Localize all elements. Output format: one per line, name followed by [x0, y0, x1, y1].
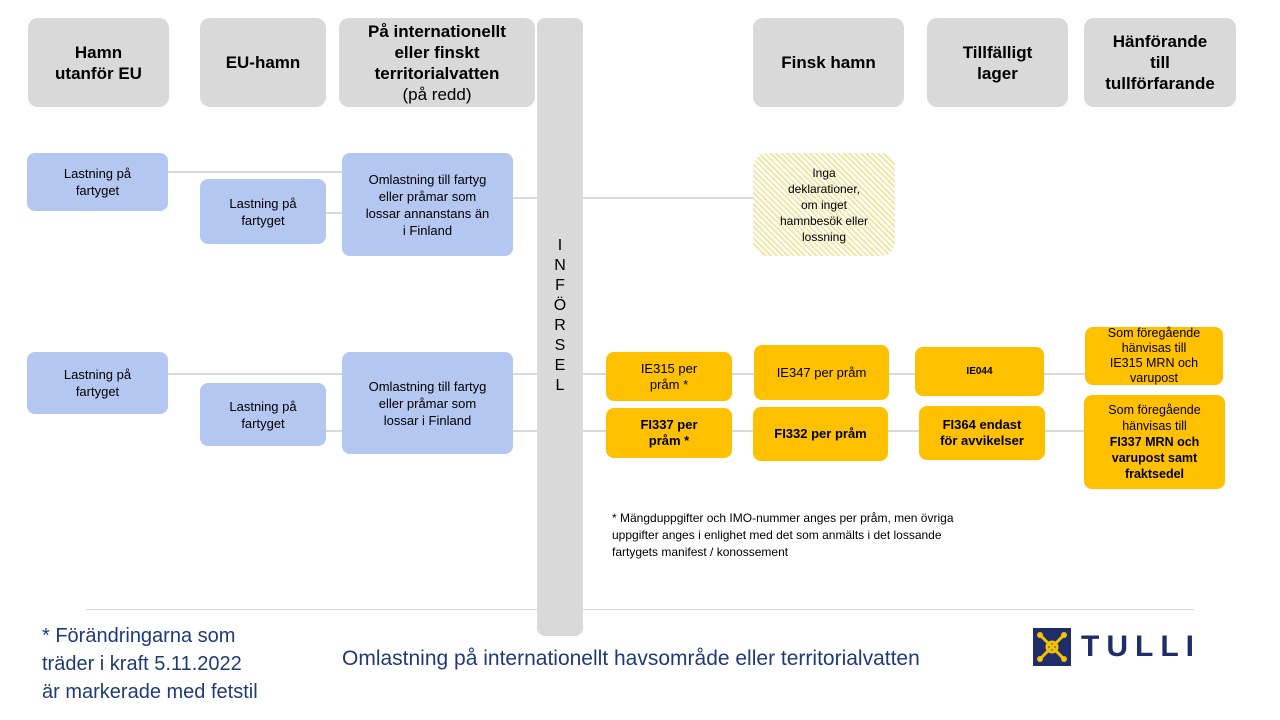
entry-label: I N F Ö R S E L	[537, 236, 583, 396]
row1-transshipment: Omlastning till fartyg eller pråmar som …	[342, 153, 513, 256]
slide-caption: Omlastning på internationellt havsområde…	[342, 647, 920, 670]
row1-loading-eu: Lastning på fartyget	[200, 179, 326, 244]
row2-loading-outside-eu: Lastning på fartyget	[27, 352, 168, 414]
changes-footnote: * Förändringarna som träder i kraft 5.11…	[42, 625, 258, 703]
row2-loading-eu: Lastning på fartyget	[200, 383, 326, 446]
header-outside-eu-port: Hamn utanför EU	[28, 18, 169, 107]
header-territorial-subtitle: (på redd)	[402, 84, 472, 104]
entry-letter: Ö	[553, 297, 567, 314]
connector-line	[512, 197, 754, 199]
header-temporary-storage: Tillfälligt lager	[927, 18, 1068, 107]
tulli-logo: TULLI	[1033, 628, 1201, 666]
row1-loading-outside-eu: Lastning på fartyget	[27, 153, 168, 211]
row2b-procedure-text: Som föregående hänvisas till	[1108, 403, 1201, 433]
entry-letter: N	[554, 257, 566, 274]
barge-note: * Mängduppgifter och IMO-nummer anges pe…	[612, 511, 954, 559]
row2b-procedure-bold: FI337 MRN och varupost samt fraktsedel	[1109, 435, 1200, 481]
entry-letter: R	[554, 317, 566, 334]
row2b-procedure: Som föregående hänvisas till FI337 MRN o…	[1084, 395, 1225, 489]
entry-letter: L	[555, 377, 565, 394]
entry-letter: E	[554, 357, 566, 374]
entry-bar	[537, 18, 583, 636]
tulli-logo-text: TULLI	[1081, 630, 1201, 663]
row2a-procedure: Som föregående hänvisas till IE315 MRN o…	[1085, 326, 1223, 385]
connector-line	[168, 171, 344, 173]
footer-divider	[86, 609, 1194, 610]
connector-line	[326, 212, 344, 214]
header-territorial-waters: På internationellt eller finskt territor…	[339, 18, 535, 107]
connector-line	[326, 430, 344, 432]
row2b-fi337: FI337 per pråm *	[606, 408, 732, 458]
connector-line	[168, 373, 344, 375]
header-finnish-port: Finsk hamn	[753, 18, 904, 107]
row2a-ie044: IE044	[915, 347, 1044, 396]
row2a-ie347: IE347 per pråm	[754, 345, 889, 400]
row2a-ie315: IE315 per pråm *	[606, 352, 732, 401]
row2-transshipment: Omlastning till fartyg eller pråmar som …	[342, 352, 513, 454]
entry-letter: S	[554, 337, 566, 354]
header-eu-port: EU-hamn	[200, 18, 326, 107]
entry-letter: I	[557, 237, 563, 254]
header-customs-procedure: Hänförande till tullförfarande	[1084, 18, 1236, 107]
row2b-fi364: FI364 endast för avvikelser	[919, 406, 1045, 460]
tulli-emblem-icon	[1033, 628, 1071, 666]
row2b-fi332: FI332 per pråm	[753, 407, 888, 461]
header-territorial-title: På internationellt eller finskt territor…	[368, 21, 506, 83]
row1-no-declarations: Inga deklarationer, om inget hamnbesök e…	[753, 153, 895, 256]
entry-letter: F	[555, 277, 565, 294]
